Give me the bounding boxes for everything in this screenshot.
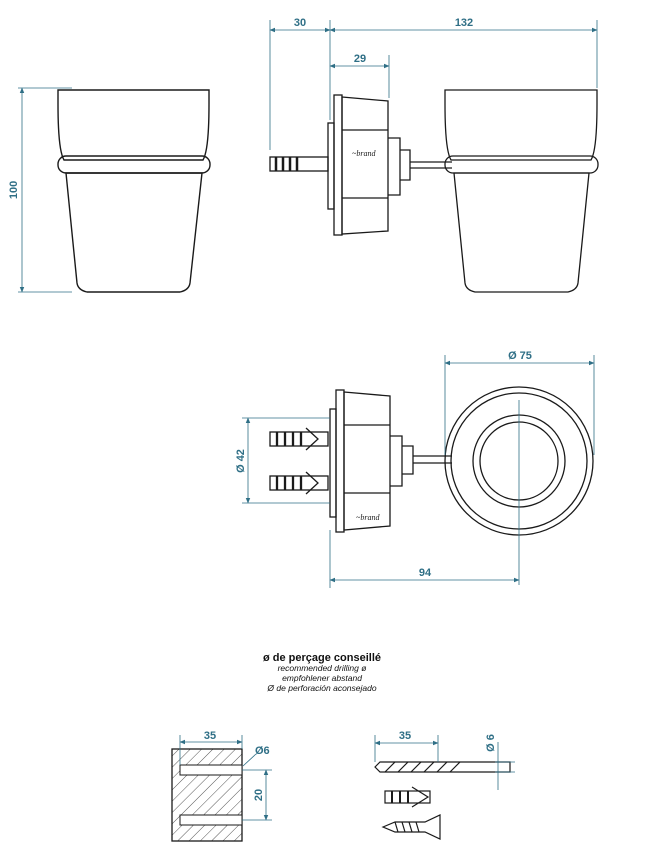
wall-plug bbox=[384, 786, 431, 808]
screw bbox=[381, 814, 441, 840]
dim-cup-height-label: 100 bbox=[8, 181, 20, 199]
wall-block-section bbox=[171, 748, 243, 842]
dim-drill-length bbox=[374, 735, 439, 762]
dim-hole-diameter-label: Ø6 bbox=[255, 745, 270, 757]
caption-spanish: Ø de perforación aconsejado bbox=[267, 683, 377, 693]
dim-centre-projection-label: 94 bbox=[419, 567, 432, 579]
drilling-caption: ø de perçage conseillé recommended drill… bbox=[172, 652, 472, 694]
dim-anchor-spacing-label: Ø 42 bbox=[235, 449, 247, 473]
caption-french: ø de perçage conseillé bbox=[263, 652, 381, 664]
dim-centre-projection bbox=[329, 530, 520, 588]
dim-drill-depth-block bbox=[179, 735, 243, 765]
side-view bbox=[269, 89, 599, 293]
dim-cup-height bbox=[18, 87, 72, 293]
caption-german: empfohlener abstand bbox=[282, 673, 362, 683]
leader-hole-diameter bbox=[242, 753, 257, 767]
brand-mark-top: ~brand bbox=[352, 149, 376, 158]
dim-anchor-spacing bbox=[242, 417, 330, 504]
dim-backplate-depth bbox=[269, 20, 331, 150]
dim-flange-width-label: 29 bbox=[354, 53, 366, 65]
front-view-cup bbox=[57, 89, 211, 293]
dim-backplate-depth-label: 30 bbox=[294, 17, 306, 29]
dim-drill-depth-block-label: 35 bbox=[204, 730, 216, 742]
dim-drill-length-label: 35 bbox=[399, 730, 411, 742]
dim-overall-projection bbox=[329, 20, 598, 88]
dim-drill-diameter bbox=[495, 742, 515, 790]
dim-hole-spacing bbox=[242, 769, 272, 821]
dim-cup-diameter bbox=[444, 355, 595, 455]
dim-cup-diameter-label: Ø 75 bbox=[508, 350, 532, 362]
caption-english: recommended drilling ø bbox=[277, 663, 367, 673]
dim-drill-diameter-label: Ø 6 bbox=[485, 734, 497, 752]
drill-bit bbox=[374, 761, 511, 773]
brand-mark-mid: ~brand bbox=[356, 513, 380, 522]
dim-overall-projection-label: 132 bbox=[455, 17, 473, 29]
top-view bbox=[269, 386, 594, 536]
dim-hole-spacing-label: 20 bbox=[253, 789, 265, 801]
dim-flange-width bbox=[329, 55, 390, 98]
